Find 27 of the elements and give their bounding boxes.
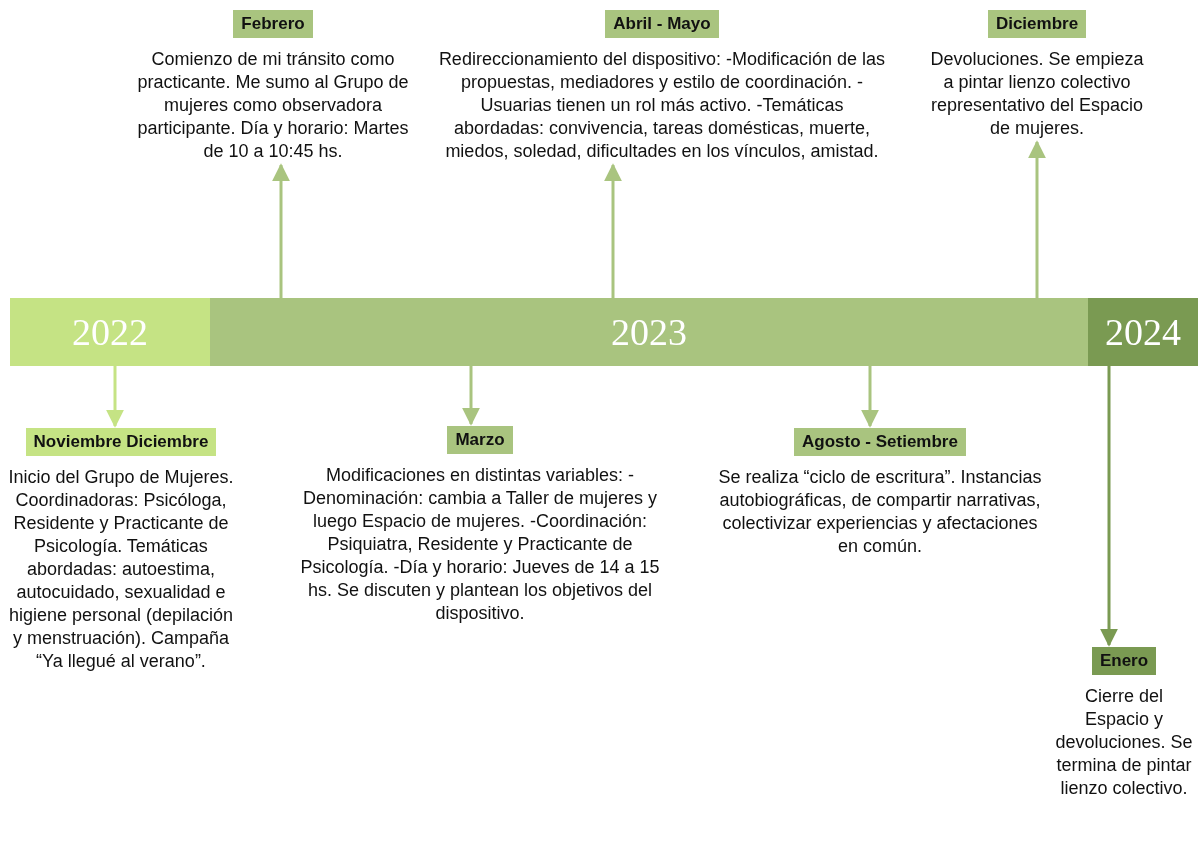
- arrow: [106, 366, 124, 428]
- event-description: Comienzo de mi tránsito como practicante. Me sumo al Grupo de mujeres como observadora participante. Día y horario: Martes de 10 a 10:45 hs.: [136, 48, 410, 163]
- month-label: Diciembre: [987, 10, 1087, 38]
- arrow: [1028, 140, 1046, 298]
- arrow: [1100, 366, 1118, 647]
- arrow: [462, 366, 480, 426]
- event-description: Se realiza “ciclo de escritura”. Instancias autobiográficas, de compartir narrativas, colectivizar experiencias y afectaciones en común.: [717, 466, 1043, 558]
- year-label: 2023: [611, 310, 687, 354]
- month-label: Noviembre Diciembre: [25, 428, 217, 456]
- arrow: [861, 366, 879, 428]
- month-label: Febrero: [233, 10, 313, 38]
- timeline-segment: [1088, 298, 1198, 366]
- event-description: Redireccionamiento del dispositivo: -Modificación de las propuestas, mediadores y estilo de coordinación. -Usuarias tienen un rol más activo. -Temáticas abordadas: convivencia, tareas domésticas, muerte, miedos, soledad, dificultades en los vínculos, amistad.: [437, 48, 887, 163]
- month-label: Abril - Mayo: [605, 10, 719, 38]
- year-label: 2024: [1105, 310, 1181, 354]
- timeline-segment: [10, 298, 210, 366]
- arrow: [604, 163, 622, 298]
- arrow: [272, 163, 290, 298]
- event-description: Cierre del Espacio y devoluciones. Se termina de pintar lienzo colectivo.: [1054, 685, 1194, 800]
- year-label: 2022: [72, 310, 148, 354]
- event-description: Devoluciones. Se empieza a pintar lienzo colectivo representativo del Espacio de mujeres.: [929, 48, 1145, 140]
- event-description: Modificaciones en distintas variables: -Denominación: cambia a Taller de mujeres y luego Espacio de mujeres. -Coordinación: Psiquiatra, Residente y Practicante de Psicología. -Día y horario: Jueves de 14 a 15 hs. Se discuten y plantean los objetivos del dispositivo.: [299, 464, 661, 625]
- month-label: Marzo: [447, 426, 513, 454]
- month-label: Agosto - Setiembre: [794, 428, 966, 456]
- month-label: Enero: [1091, 647, 1157, 675]
- event-description: Inicio del Grupo de Mujeres. Coordinadoras: Psicóloga, Residente y Practicante de Psicología. Temáticas abordadas: autoestima, autocuidado, sexualidad e higiene personal (depilación y menstruación). Campaña “Ya llegué al verano”.: [7, 466, 235, 673]
- timeline-segment: [210, 298, 1088, 366]
